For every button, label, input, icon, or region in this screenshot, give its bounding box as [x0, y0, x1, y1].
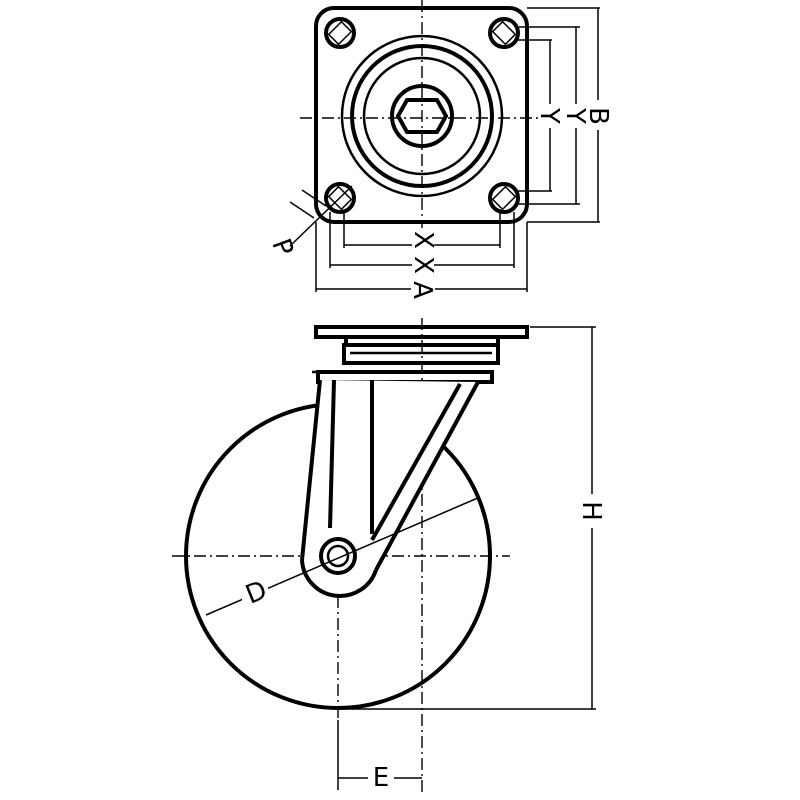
dimension-line-p [289, 185, 353, 247]
dimension-label-b: B [583, 107, 613, 125]
dimension-label-y-outer: Y [560, 107, 590, 124]
mounting-plate-outline [314, 6, 529, 224]
dimension-label-h: H [576, 501, 606, 521]
dimension-label-x-outer: X [408, 256, 438, 274]
axle-inner [326, 544, 350, 568]
dimension-label-a: A [407, 281, 437, 299]
bolt-hole-top-left [324, 17, 356, 49]
bolt-hole-bottom-right [488, 182, 520, 214]
hub-hex-nut [395, 98, 449, 134]
plate-middle-ring [350, 44, 494, 188]
top-view: X X A Y Y B P [265, 0, 613, 304]
hub-circle [390, 84, 454, 148]
swivel-bearing-lower [342, 343, 500, 365]
dimension-label-p: P [265, 235, 299, 260]
fork-top-bracket [316, 370, 494, 384]
plate-inner-ring [362, 56, 482, 176]
bolt-hole-top-right [488, 17, 520, 49]
axle-outer [319, 537, 357, 575]
plate-outer-ring [340, 34, 504, 198]
dimension-label-x-inner: X [408, 231, 438, 249]
fork-leg-outer-edge [300, 379, 322, 561]
dimension-label-y-inner: Y [534, 107, 564, 124]
fork-leg-bottom-curve [300, 559, 378, 598]
side-view: D H E [172, 318, 606, 793]
dimension-label-e: E [373, 763, 389, 793]
